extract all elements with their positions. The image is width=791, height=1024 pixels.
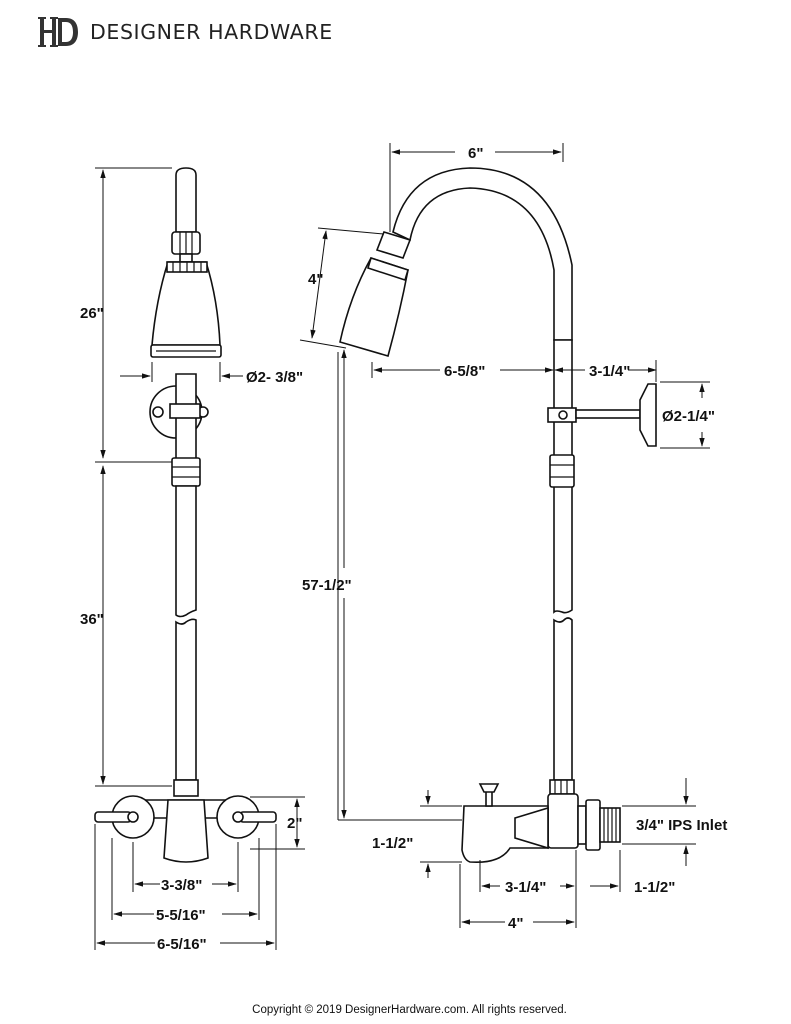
side-pipe-base: [549, 779, 575, 795]
side-coupling: [549, 454, 575, 488]
front-flange-screw-left: [152, 406, 164, 418]
side-wall-flange: [639, 383, 657, 447]
dim-head-reach: 6-5/8": [444, 363, 485, 380]
side-wall-arm: [575, 409, 641, 419]
side-inlet-flange: [585, 799, 601, 851]
side-valve-body: [547, 793, 579, 849]
front-neck: [179, 253, 193, 263]
front-pipe-base: [173, 779, 199, 797]
brand-name: DESIGNER HARDWARE: [90, 20, 333, 44]
dim-front-height-lower: 36": [80, 611, 104, 628]
side-inlet-nut: [577, 805, 587, 845]
dim-spout-height: 1-1/2": [372, 835, 413, 852]
dh-monogram-logo-icon: [38, 17, 78, 47]
dim-center-spacing: 3-3/8": [161, 877, 202, 894]
side-escutcheon: [514, 806, 549, 850]
dim-wall-offset: 3-1/4": [589, 363, 630, 380]
front-lever-left: [94, 811, 132, 823]
front-riser-top: [175, 167, 197, 233]
side-inlet-thread: [599, 807, 621, 843]
dim-riser-reach: 6": [468, 145, 483, 162]
dim-flange-diameter: Ø2-1/4": [662, 408, 715, 425]
front-lever-right: [239, 811, 277, 823]
dim-inner-width: 5-5/16": [156, 907, 206, 924]
side-head-ring: [367, 256, 409, 282]
dim-handle-height: 2": [287, 815, 302, 832]
side-diverter-knob: [478, 783, 500, 793]
inlet-label: 3/4" IPS Inlet: [636, 817, 727, 834]
dim-head-length: 4": [308, 271, 323, 288]
dim-spout-reach: 3-1/4": [505, 879, 546, 896]
front-pipe-clamp: [169, 403, 201, 419]
side-view: [299, 143, 710, 928]
dim-spout-length: 4": [508, 915, 523, 932]
side-pipe-lower: [553, 617, 573, 781]
front-pipe-lower-a: [175, 485, 197, 618]
dim-total-height: 57-1/2": [302, 577, 352, 594]
copyright-footer: Copyright © 2019 DesignerHardware.com. A…: [252, 1004, 567, 1016]
side-shower-head: [339, 257, 409, 357]
front-spout: [163, 799, 209, 863]
brand-header: DESIGNER HARDWARE: [38, 14, 333, 50]
front-coupling: [171, 457, 201, 487]
front-shower-head: [151, 261, 221, 346]
dim-front-height-upper: 26": [80, 305, 104, 322]
front-view: [94, 167, 305, 950]
dim-shower-head-diameter: Ø2- 3/8": [246, 369, 303, 386]
dim-inlet-length: 1-1/2": [634, 879, 675, 896]
side-collar: [375, 231, 412, 259]
side-gooseneck: [392, 167, 573, 341]
dim-overall-width: 6-5/16": [157, 936, 207, 953]
front-pipe-lower-b: [175, 618, 197, 781]
